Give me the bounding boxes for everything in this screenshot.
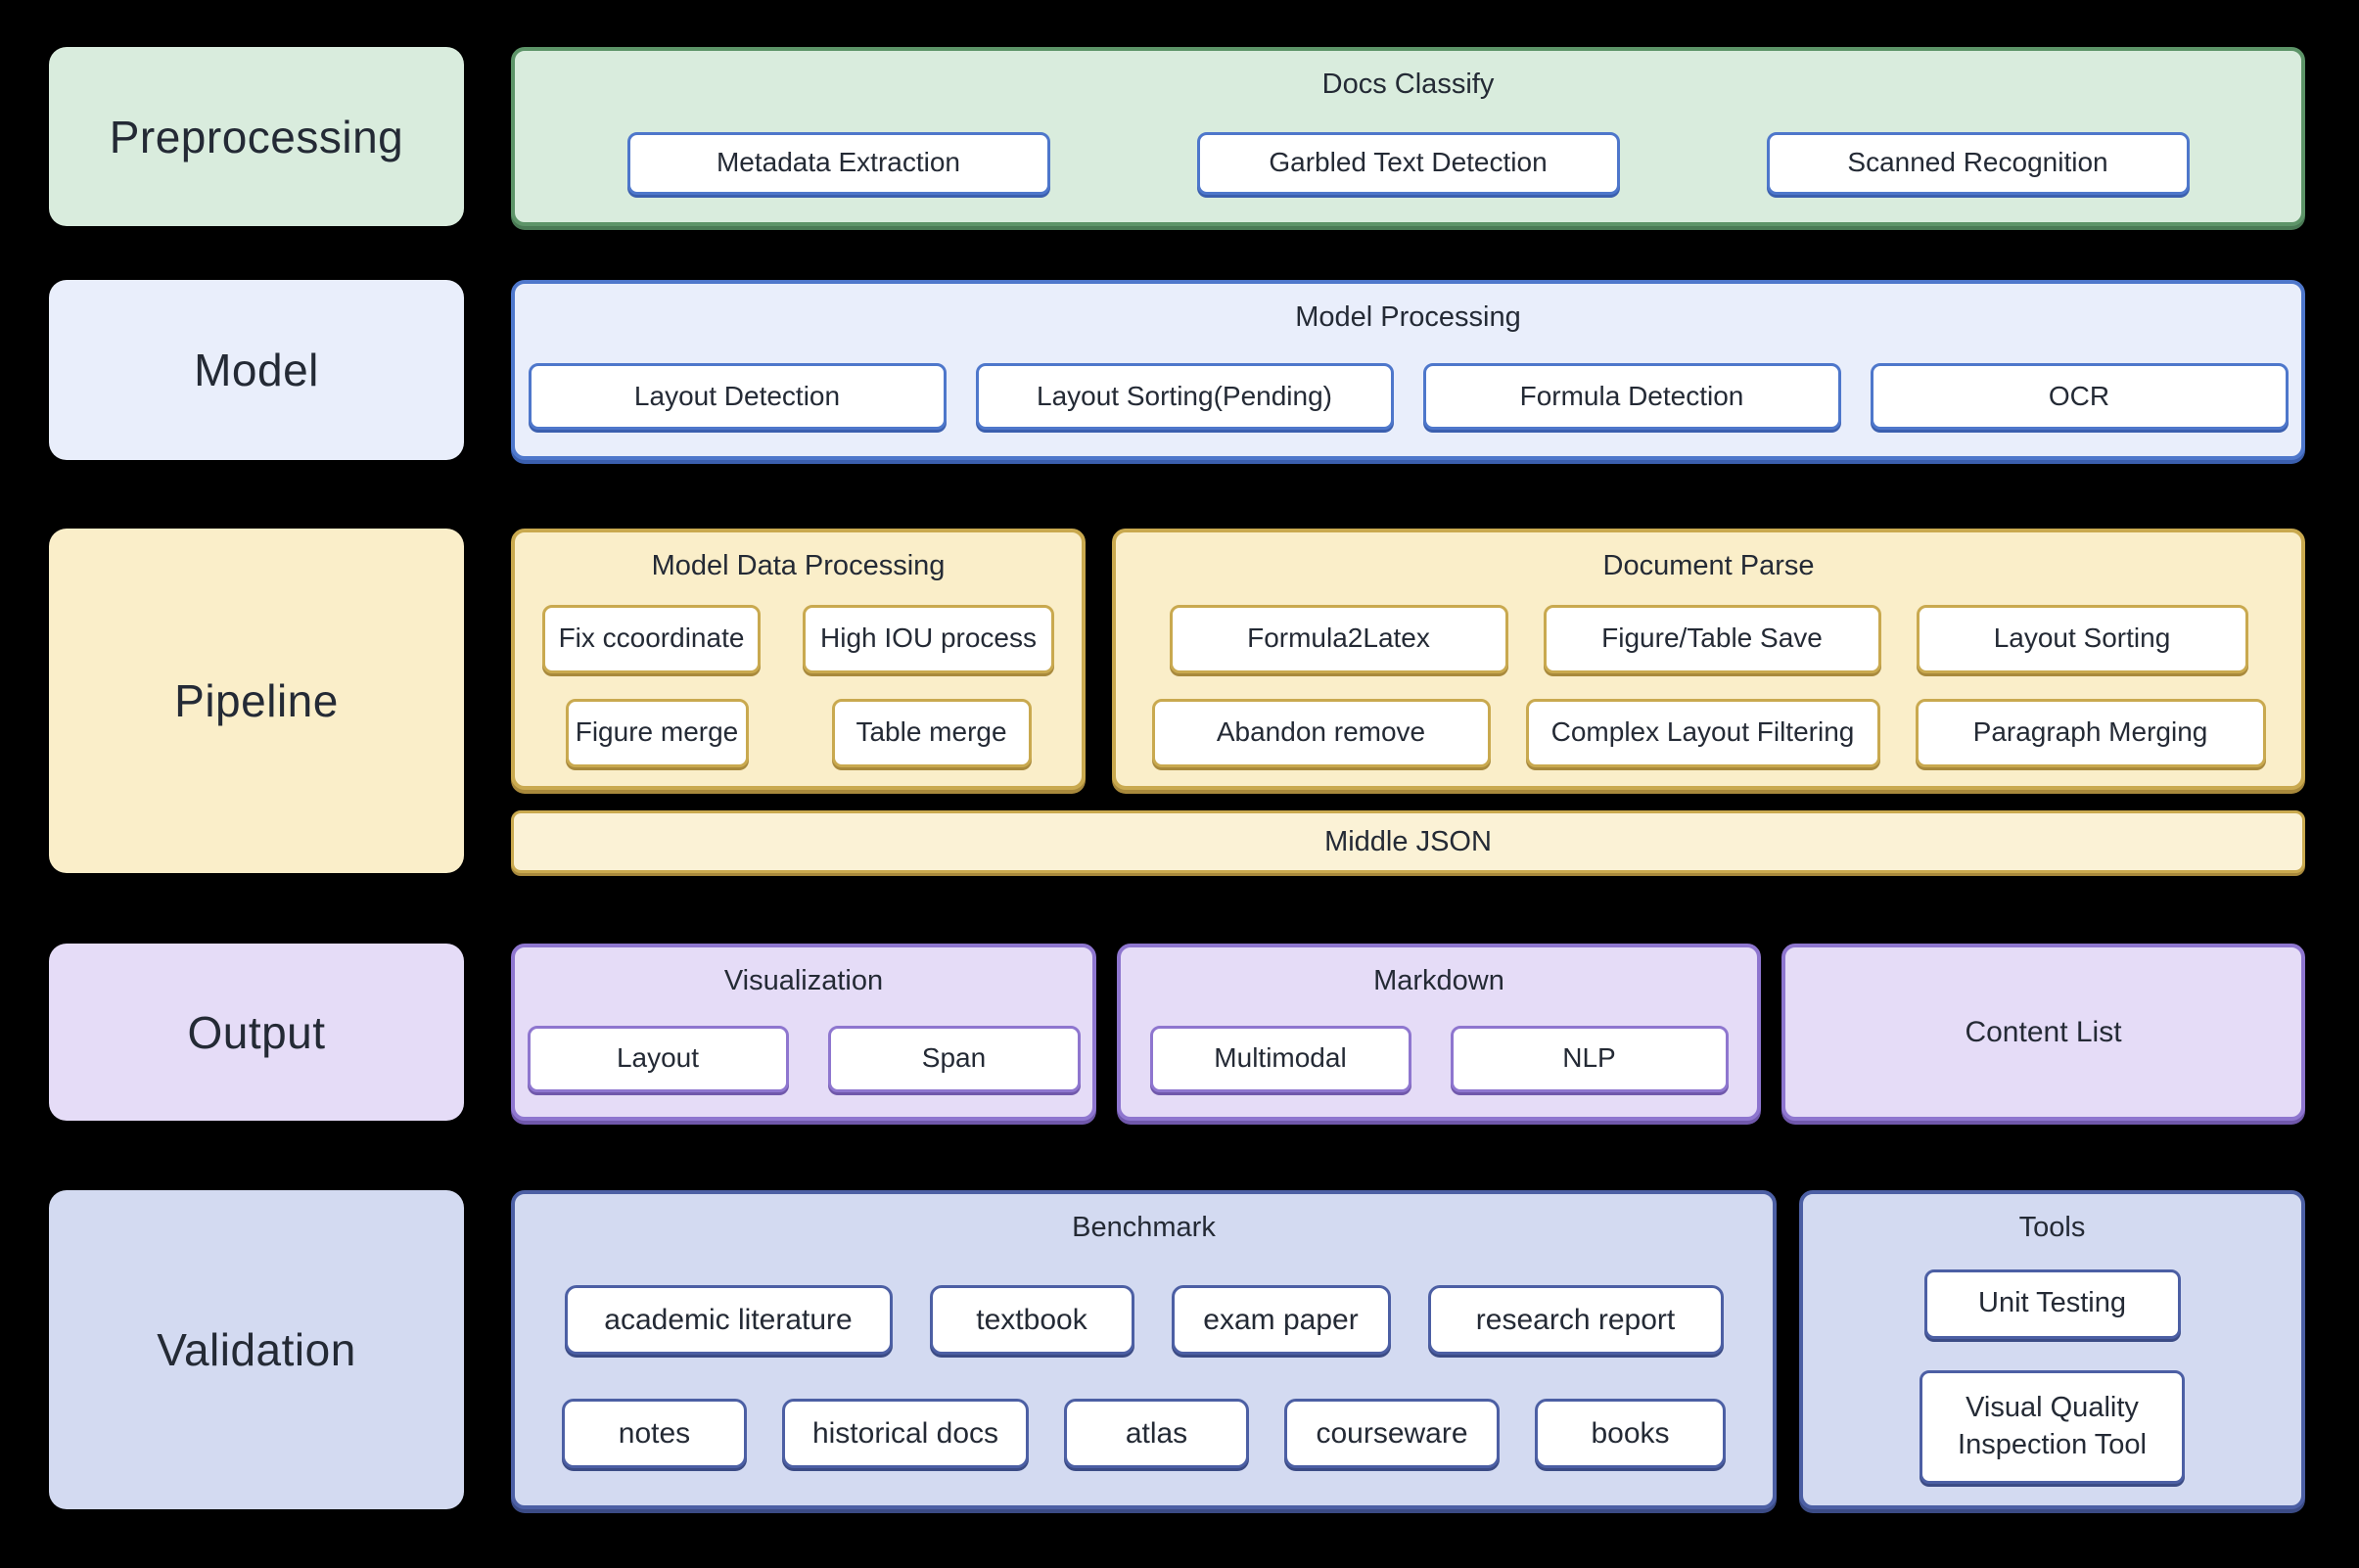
model-data-processing-row-1: Fix ccoordinate High IOU process (515, 604, 1082, 673)
stage-label-output-text: Output (187, 1006, 326, 1058)
node-notes: notes (562, 1398, 747, 1468)
group-title-model-processing: Model Processing (1295, 301, 1521, 333)
visualization-row: Layout Span (515, 1025, 1092, 1092)
group-model-processing: Model Processing Layout Detection Layout… (511, 280, 2305, 460)
stage-label-preprocessing-text: Preprocessing (109, 111, 404, 162)
group-benchmark: Benchmark academic literature textbook e… (511, 1190, 1777, 1509)
node-courseware: courseware (1284, 1398, 1500, 1468)
node-exam-paper: exam paper (1171, 1284, 1391, 1355)
document-parse-body: Formula2Latex Figure/Table Save Layout S… (1116, 585, 2301, 786)
model-processing-row: Layout Detection Layout Sorting(Pending)… (515, 363, 2301, 430)
model-processing-body: Layout Detection Layout Sorting(Pending)… (515, 337, 2301, 456)
node-layout: Layout (527, 1025, 789, 1092)
markdown-body: Multimodal NLP (1121, 1000, 1757, 1117)
group-title-tools: Tools (2018, 1212, 2086, 1243)
visualization-body: Layout Span (515, 1000, 1092, 1117)
group-document-parse: Document Parse Formula2Latex Figure/Tabl… (1112, 529, 2305, 790)
node-multimodal: Multimodal (1149, 1025, 1411, 1092)
stage-label-pipeline-text: Pipeline (174, 675, 339, 726)
benchmark-row-1: academic literature textbook exam paper … (515, 1284, 1773, 1355)
group-title-model-data-processing: Model Data Processing (651, 550, 946, 581)
pipeline-content: Model Data Processing Fix ccoordinate Hi… (511, 529, 2305, 873)
row-output: Output Visualization Layout Span Markdow… (49, 944, 2305, 1121)
tools-body: Unit Testing Visual Quality Inspection T… (1803, 1247, 2301, 1505)
node-textbook: textbook (929, 1284, 1134, 1355)
row-pipeline: Pipeline Model Data Processing Fix ccoor… (49, 529, 2305, 873)
group-visualization: Visualization Layout Span (511, 944, 1096, 1121)
node-formula2latex: Formula2Latex (1169, 604, 1508, 673)
markdown-row: Multimodal NLP (1121, 1025, 1757, 1092)
stage-label-model-text: Model (194, 345, 319, 395)
node-garbled-text-detection: Garbled Text Detection (1196, 131, 1620, 195)
node-span: Span (827, 1025, 1081, 1092)
group-title-visualization: Visualization (723, 965, 884, 996)
node-ocr: OCR (1870, 363, 2289, 430)
output-content: Visualization Layout Span Markdown Multi… (511, 944, 2305, 1121)
node-research-report: research report (1427, 1284, 1724, 1355)
node-layout-detection: Layout Detection (528, 363, 947, 430)
node-high-iou-process: High IOU process (803, 604, 1054, 673)
node-paragraph-merging: Paragraph Merging (1915, 698, 2266, 767)
docs-classify-body: Metadata Extraction Garbled Text Detecti… (515, 104, 2301, 222)
middle-json-label: Middle JSON (1324, 825, 1492, 857)
document-parse-row-1: Formula2Latex Figure/Table Save Layout S… (1116, 604, 2301, 673)
pipeline-top: Model Data Processing Fix ccoordinate Hi… (511, 529, 2305, 790)
group-title-docs-classify: Docs Classify (1321, 69, 1495, 100)
node-books: books (1535, 1398, 1726, 1468)
stage-label-output: Output (49, 944, 464, 1121)
node-layout-sorting: Layout Sorting (1916, 604, 2248, 673)
content-list-label: Content List (1965, 1015, 2122, 1048)
benchmark-body: academic literature textbook exam paper … (515, 1247, 1773, 1505)
docs-classify-row: Metadata Extraction Garbled Text Detecti… (515, 131, 2301, 195)
row-model: Model Model Processing Layout Detection … (49, 280, 2305, 460)
tools-row-1: Unit Testing (1803, 1268, 2301, 1339)
group-tools: Tools Unit Testing Visual Quality Inspec… (1799, 1190, 2305, 1509)
group-title-markdown: Markdown (1373, 965, 1504, 996)
middle-json-bar: Middle JSON (511, 810, 2305, 873)
node-nlp: NLP (1450, 1025, 1729, 1092)
group-content-list: Content List (1781, 944, 2305, 1121)
model-data-processing-row-2: Figure merge Table merge (515, 698, 1082, 767)
stage-label-validation-text: Validation (157, 1324, 356, 1375)
document-parse-row-2: Abandon remove Complex Layout Filtering … (1116, 698, 2301, 767)
node-atlas: atlas (1064, 1398, 1249, 1468)
benchmark-row-2: notes historical docs atlas courseware b… (515, 1398, 1773, 1468)
validation-content: Benchmark academic literature textbook e… (511, 1190, 2305, 1509)
group-title-document-parse: Document Parse (1602, 550, 1815, 581)
stage-label-model: Model (49, 280, 464, 460)
group-docs-classify: Docs Classify Metadata Extraction Garble… (511, 47, 2305, 226)
node-complex-layout-filtering: Complex Layout Filtering (1525, 698, 1880, 767)
preprocessing-content: Docs Classify Metadata Extraction Garble… (511, 47, 2305, 226)
node-layout-sorting-pending: Layout Sorting(Pending) (975, 363, 1394, 430)
group-model-data-processing: Model Data Processing Fix ccoordinate Hi… (511, 529, 1086, 790)
model-data-processing-body: Fix ccoordinate High IOU process Figure … (515, 585, 1082, 786)
tools-row-2: Visual Quality Inspection Tool (1803, 1369, 2301, 1484)
model-content: Model Processing Layout Detection Layout… (511, 280, 2305, 460)
row-validation: Validation Benchmark academic literature… (49, 1190, 2305, 1509)
node-table-merge: Table merge (831, 698, 1032, 767)
node-figure-merge: Figure merge (565, 698, 749, 767)
group-markdown: Markdown Multimodal NLP (1117, 944, 1761, 1121)
node-visual-quality-inspection-tool: Visual Quality Inspection Tool (1920, 1369, 2185, 1484)
node-figure-table-save: Figure/Table Save (1543, 604, 1881, 673)
node-formula-detection: Formula Detection (1422, 363, 1841, 430)
group-title-benchmark: Benchmark (1072, 1212, 1216, 1243)
stage-label-preprocessing: Preprocessing (49, 47, 464, 226)
node-fix-ccoordinate: Fix ccoordinate (542, 604, 761, 673)
node-historical-docs: historical docs (782, 1398, 1029, 1468)
stage-label-pipeline: Pipeline (49, 529, 464, 873)
row-preprocessing: Preprocessing Docs Classify Metadata Ext… (49, 47, 2305, 226)
node-unit-testing: Unit Testing (1923, 1268, 2181, 1339)
stage-label-validation: Validation (49, 1190, 464, 1509)
node-abandon-remove: Abandon remove (1151, 698, 1491, 767)
node-metadata-extraction: Metadata Extraction (626, 131, 1050, 195)
node-academic-literature: academic literature (564, 1284, 893, 1355)
node-scanned-recognition: Scanned Recognition (1766, 131, 2190, 195)
